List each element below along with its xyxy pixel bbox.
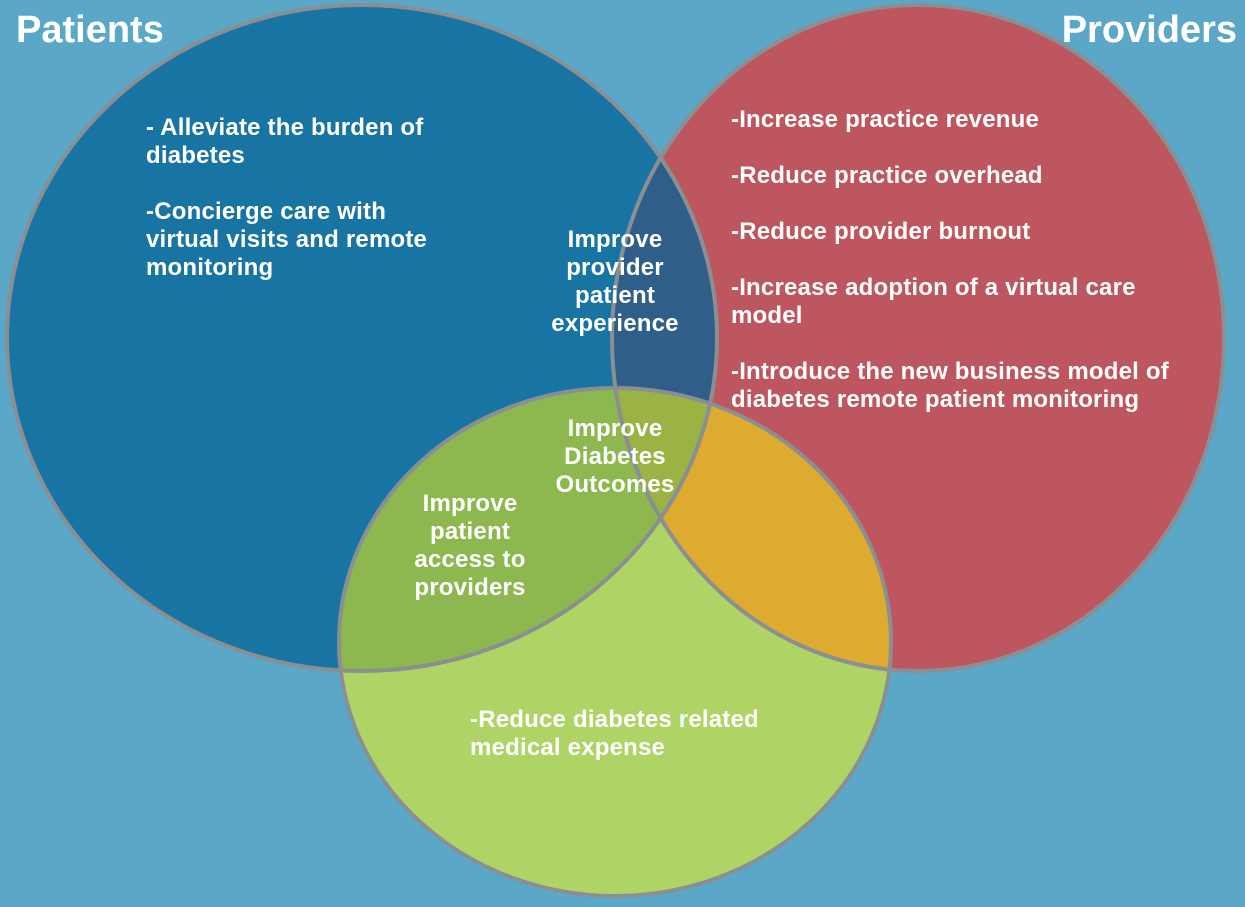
patients-outline xyxy=(5,3,719,673)
overlap-all-label: Improve Diabetes Outcomes xyxy=(555,415,675,498)
overlap-patients-providers-label: Improve provider patient experience xyxy=(551,226,679,337)
patients-list: - Alleviate the burden of diabetes -Conc… xyxy=(146,114,486,282)
patients-item: -Concierge care with virtual visits and … xyxy=(146,198,428,281)
third-outline xyxy=(337,386,893,898)
overlap-patients-third-label: Improve patient access to providers xyxy=(414,490,526,601)
providers-item: -Reduce provider burnout xyxy=(731,218,1031,245)
providers-title: Providers xyxy=(1061,9,1237,51)
providers-item: -Introduce the new business model of dia… xyxy=(731,358,1169,413)
patients-item: - Alleviate the burden of diabetes xyxy=(146,114,424,169)
providers-item: -Increase adoption of a virtual care mod… xyxy=(731,274,1136,329)
patients-title: Patients xyxy=(16,9,164,51)
providers-item: -Reduce practice overhead xyxy=(731,162,1043,189)
third-item: -Reduce diabetes related medical expense xyxy=(470,706,759,761)
providers-item: -Increase practice revenue xyxy=(731,106,1040,133)
providers-outline xyxy=(610,3,1226,673)
providers-list: -Increase practice revenue -Reduce pract… xyxy=(731,106,1231,414)
third-list: -Reduce diabetes related medical expense xyxy=(470,706,830,762)
